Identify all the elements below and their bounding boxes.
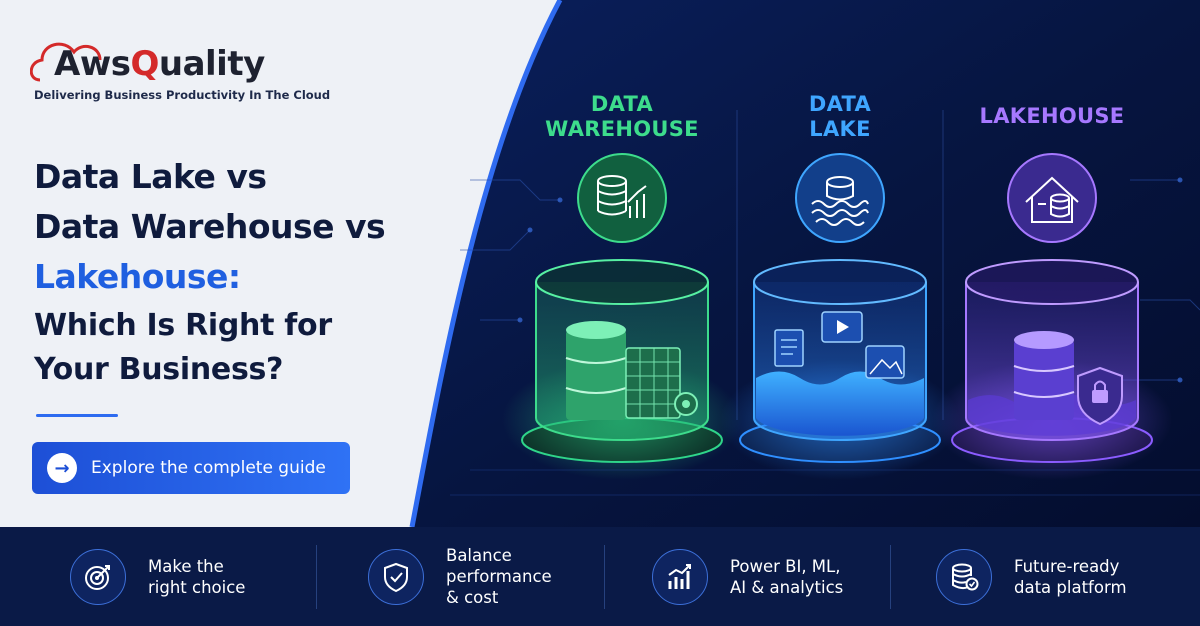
feature-analytics: Power BI, ML, AI & analytics bbox=[652, 527, 843, 626]
arrow-right-icon: → bbox=[47, 453, 77, 483]
title-line-1: Data Lake vs bbox=[34, 157, 267, 196]
feature-divider bbox=[890, 545, 891, 609]
feature-right-choice: Make the right choice bbox=[70, 527, 245, 626]
title-line-5: Your Business? bbox=[34, 352, 284, 387]
feature-balance: Balance performance & cost bbox=[368, 527, 552, 626]
target-icon bbox=[70, 548, 126, 605]
cta-label: Explore the complete guide bbox=[91, 458, 326, 478]
explore-guide-button[interactable]: → Explore the complete guide bbox=[32, 442, 350, 494]
column-title-warehouse: DATA WAREHOUSE bbox=[545, 92, 699, 141]
feature-divider bbox=[316, 545, 317, 609]
brand-name: AwsQuality bbox=[54, 44, 265, 84]
brand-logo: AwsQuality Delivering Business Productiv… bbox=[30, 36, 330, 106]
shield-check-icon bbox=[368, 548, 424, 605]
brand-tagline: Delivering Business Productivity In The … bbox=[34, 88, 331, 102]
title-line-3: Lakehouse: bbox=[34, 257, 241, 296]
bar-chart-icon bbox=[652, 548, 708, 605]
accent-divider bbox=[36, 414, 118, 417]
title-line-2: Data Warehouse vs bbox=[34, 207, 386, 246]
features-band: Make the right choice Balance performanc… bbox=[0, 527, 1200, 626]
database-check-icon bbox=[936, 548, 992, 605]
feature-future-ready: Future-ready data platform bbox=[936, 527, 1127, 626]
cloud-logo-icon bbox=[30, 42, 102, 82]
column-title-lake: DATA LAKE bbox=[808, 92, 872, 141]
feature-divider bbox=[604, 545, 605, 609]
column-title-lakehouse: LAKEHOUSE bbox=[979, 104, 1125, 128]
page-title: Data Lake vs Data Warehouse vs Lakehouse… bbox=[34, 152, 424, 392]
title-line-4: Which Is Right for bbox=[34, 308, 332, 343]
